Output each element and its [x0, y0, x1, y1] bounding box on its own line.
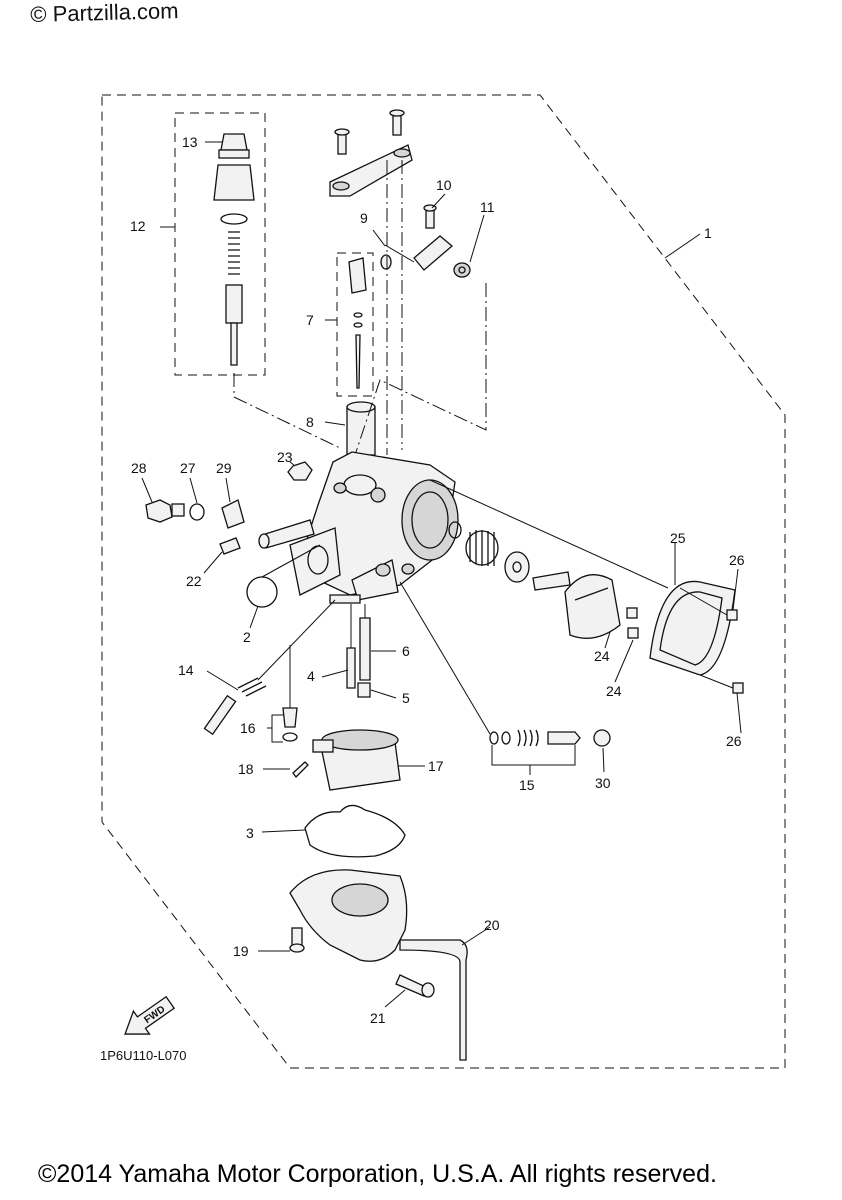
o-ring-2	[246, 576, 278, 608]
callout-24b: 24	[606, 683, 622, 699]
callout-16: 16	[240, 720, 256, 736]
gasket-3	[304, 804, 406, 858]
callout-13: 13	[182, 134, 198, 150]
nut-23	[287, 461, 313, 481]
callout-20: 20	[484, 917, 500, 933]
jet-needle-set	[348, 254, 392, 389]
carburetor-body	[258, 451, 459, 604]
copyright-notice: ©2014 Yamaha Motor Corporation, U.S.A. A…	[38, 1160, 717, 1188]
diaphragm-assembly	[448, 521, 639, 639]
callout-9: 9	[360, 210, 368, 226]
reference-code: 1P6U110-L070	[100, 1048, 187, 1063]
throttle-lever	[384, 204, 471, 278]
callout-14: 14	[178, 662, 194, 678]
throttle-valve	[346, 401, 376, 456]
callout-24a: 24	[594, 648, 610, 664]
callout-17: 17	[428, 758, 444, 774]
fwd-arrow-icon: FWD	[124, 995, 176, 1035]
callout-5: 5	[402, 690, 410, 706]
group-box-12	[174, 112, 266, 376]
pilot-screw-group	[145, 499, 245, 529]
callout-numbers: 1 2 3 4 5 6 7 8 9 10 11 12 13 14 15 16 1…	[130, 134, 745, 1026]
group-box-7	[336, 252, 374, 397]
main-jet-group	[346, 604, 371, 698]
callout-25: 25	[670, 530, 686, 546]
callout-21: 21	[370, 1010, 386, 1026]
callout-30: 30	[595, 775, 611, 791]
callout-8: 8	[306, 414, 314, 430]
callout-6: 6	[402, 643, 410, 659]
callout-4: 4	[307, 668, 315, 684]
callout-2: 2	[243, 629, 251, 645]
callout-3: 3	[246, 825, 254, 841]
callout-11: 11	[480, 199, 495, 215]
callout-10: 10	[436, 177, 452, 193]
callout-15: 15	[519, 777, 535, 793]
callout-leaders	[141, 141, 742, 1008]
callout-7: 7	[306, 312, 314, 328]
pilot-air-screw-15	[399, 581, 611, 747]
float-17	[312, 729, 401, 791]
starter-plunger-assembly	[213, 133, 255, 366]
top-cover-plate	[329, 109, 413, 197]
assembly-boundary	[101, 94, 786, 1069]
callout-26b: 26	[726, 733, 742, 749]
callout-1: 1	[704, 225, 712, 241]
callout-22: 22	[186, 573, 202, 589]
callout-28: 28	[131, 460, 147, 476]
callout-12: 12	[130, 218, 146, 234]
callout-19: 19	[233, 943, 249, 959]
callout-18: 18	[238, 761, 254, 777]
idle-screw-14	[203, 599, 336, 736]
screw-22	[219, 537, 241, 555]
float-needle-16	[282, 645, 298, 742]
callout-23: 23	[277, 449, 293, 465]
callout-26a: 26	[729, 552, 745, 568]
callout-27: 27	[180, 460, 196, 476]
alignment-lines	[233, 160, 487, 471]
pin-18	[292, 761, 309, 778]
callout-29: 29	[216, 460, 232, 476]
float-bowl	[289, 869, 468, 1061]
